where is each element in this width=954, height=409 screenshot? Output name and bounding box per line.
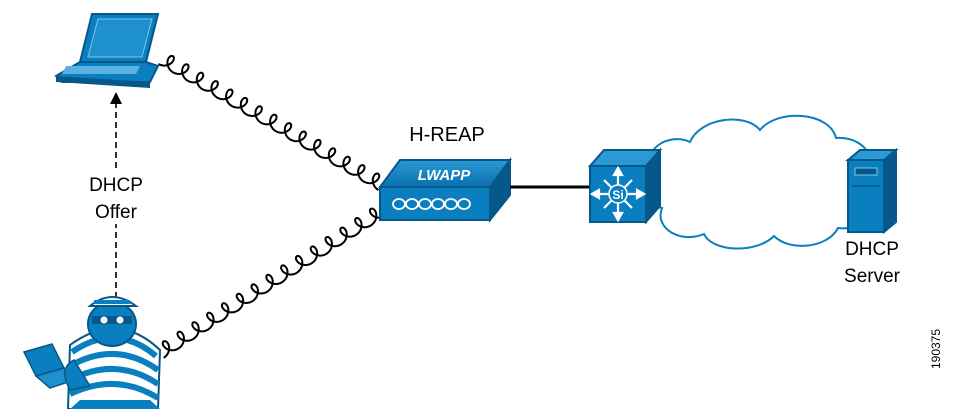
figure-id: 190375 <box>929 329 943 369</box>
dhcp-server-label-line1: DHCP <box>845 239 899 260</box>
multilayer-switch-icon <box>587 147 663 225</box>
wireless-link-attacker <box>161 207 387 359</box>
ap-label: H-REAP <box>409 124 485 146</box>
rogue-attacker-icon <box>22 296 162 409</box>
laptop-icon <box>54 13 160 88</box>
dhcp-server-label-line2: Server <box>844 266 901 287</box>
network-cloud-icon <box>641 114 873 250</box>
dhcp-offer-arrow <box>110 92 122 318</box>
ap-face-label: LWAPP <box>418 167 472 184</box>
switch-badge: Si <box>612 188 623 202</box>
dhcp-offer-label-line1: DHCP <box>89 175 143 196</box>
wireless-link-laptop <box>158 54 381 191</box>
dhcp-offer-label-line2: Offer <box>95 202 138 223</box>
access-point-icon <box>378 156 512 223</box>
server-icon <box>845 147 899 235</box>
